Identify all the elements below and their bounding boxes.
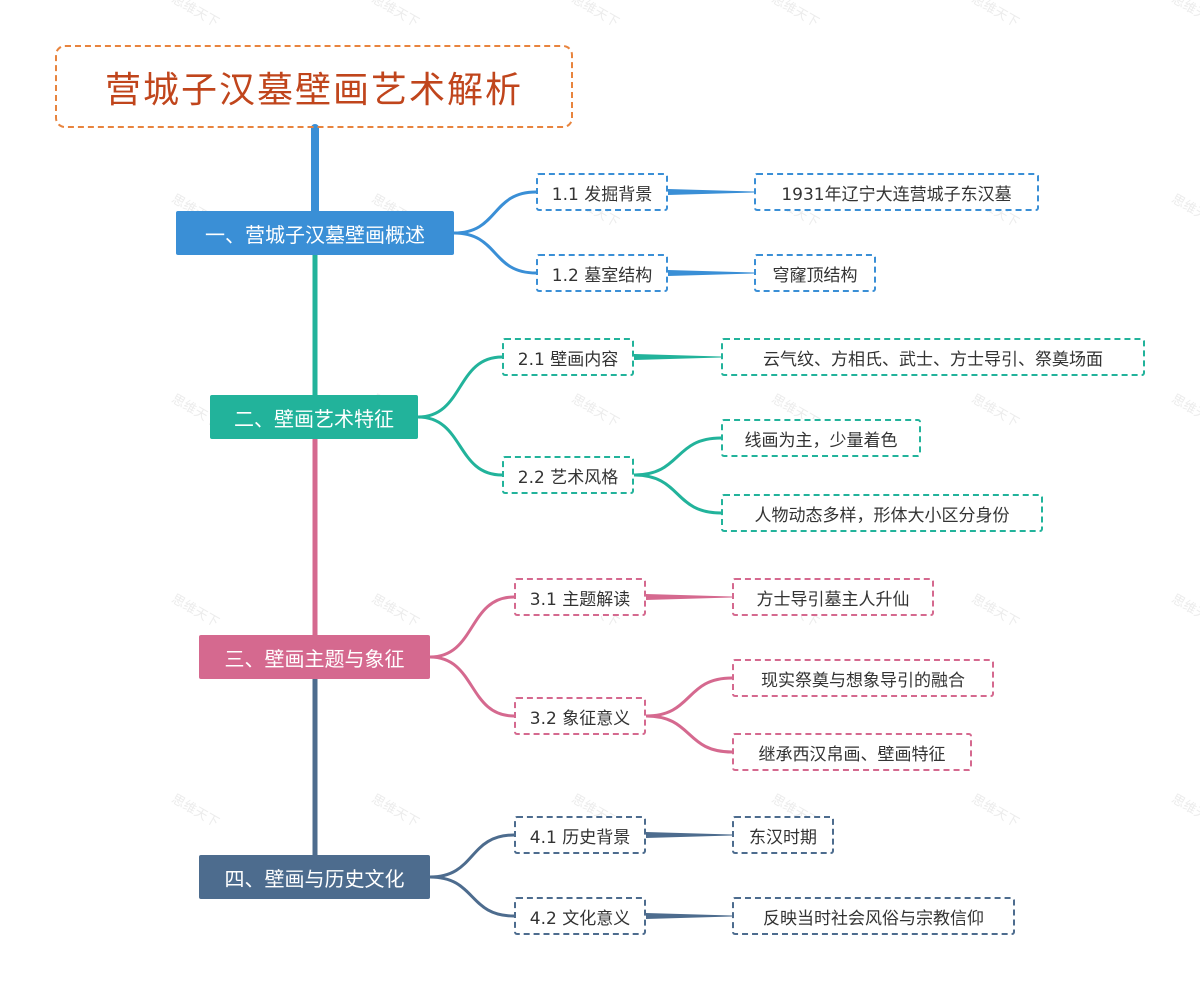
branch-topic-theme-symbolism[interactable]: 三、壁画主题与象征: [199, 635, 430, 679]
leaf-connector: [668, 270, 754, 276]
leaf-connector: [632, 473, 723, 515]
branch-connector: [428, 875, 516, 918]
subtopic-theme-interpretation[interactable]: 3.1 主题解读: [514, 578, 646, 616]
leaf-mural-content-detail[interactable]: 云气纹、方相氏、武士、方士导引、祭奠场面: [721, 338, 1145, 376]
subtopic-mural-content[interactable]: 2.1 壁画内容: [502, 338, 634, 376]
branch-connector: [416, 355, 504, 419]
branch-connector: [428, 655, 516, 718]
subtopic-historical-background[interactable]: 4.1 历史背景: [514, 816, 646, 854]
leaf-excavation-detail[interactable]: 1931年辽宁大连营城子东汉墓: [754, 173, 1039, 211]
leaf-cultural-detail[interactable]: 反映当时社会风俗与宗教信仰: [732, 897, 1015, 935]
branch-topic-overview[interactable]: 一、营城子汉墓壁画概述: [176, 211, 454, 255]
leaf-connector: [646, 832, 732, 838]
leaf-art-style-line[interactable]: 线画为主，少量着色: [721, 419, 921, 457]
leaf-connector: [632, 436, 723, 477]
leaf-theme-detail[interactable]: 方士导引墓主人升仙: [732, 578, 934, 616]
branch-connector: [416, 415, 504, 477]
leaf-connector: [646, 913, 732, 919]
branch-connector: [452, 231, 538, 275]
leaf-connector: [644, 676, 734, 718]
leaf-connector: [644, 714, 734, 754]
branch-connector: [428, 595, 516, 659]
leaf-symbolic-inheritance[interactable]: 继承西汉帛画、壁画特征: [732, 733, 972, 771]
leaf-connector: [634, 354, 721, 360]
subtopic-cultural-significance[interactable]: 4.2 文化意义: [514, 897, 646, 935]
branch-connector: [428, 833, 516, 879]
branch-topic-art-features[interactable]: 二、壁画艺术特征: [210, 395, 418, 439]
subtopic-art-style[interactable]: 2.2 艺术风格: [502, 456, 634, 494]
leaf-connector: [646, 594, 732, 600]
branch-topic-history-culture[interactable]: 四、壁画与历史文化: [199, 855, 430, 899]
leaf-symbolic-fusion[interactable]: 现实祭奠与想象导引的融合: [732, 659, 994, 697]
leaf-connector: [668, 189, 754, 195]
subtopic-excavation-background[interactable]: 1.1 发掘背景: [536, 173, 668, 211]
root-topic[interactable]: 营城子汉墓壁画艺术解析: [55, 45, 573, 128]
subtopic-tomb-structure[interactable]: 1.2 墓室结构: [536, 254, 668, 292]
branch-connector: [452, 190, 538, 235]
leaf-historical-period[interactable]: 东汉时期: [732, 816, 834, 854]
leaf-tomb-structure-detail[interactable]: 穹窿顶结构: [754, 254, 876, 292]
leaf-art-style-figures[interactable]: 人物动态多样，形体大小区分身份: [721, 494, 1043, 532]
subtopic-symbolic-meaning[interactable]: 3.2 象征意义: [514, 697, 646, 735]
